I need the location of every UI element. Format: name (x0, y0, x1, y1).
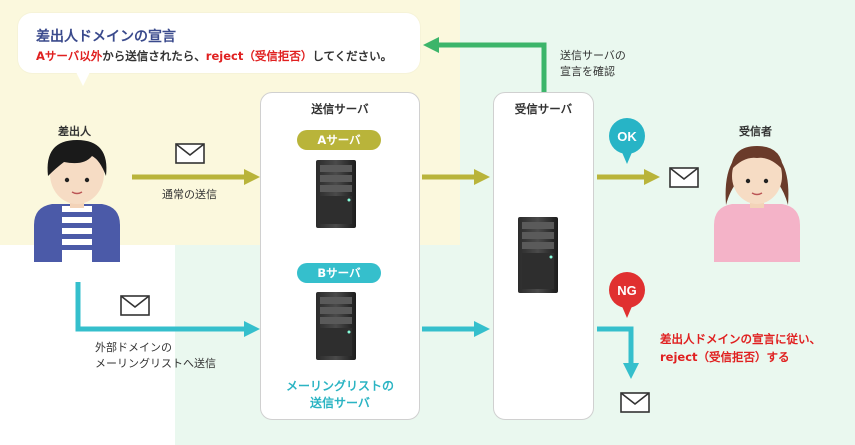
callout-mid: から送信されたら、 (102, 49, 206, 63)
callout-red-2: reject（受信拒否） (205, 49, 313, 63)
callout-tail (76, 72, 90, 86)
server-b-tower-icon (316, 292, 356, 360)
send-server-title: 送信サーバ (311, 102, 369, 116)
external-ml-line1: 外部ドメインの (95, 341, 172, 354)
server-b-pill: Bサーバ (297, 263, 381, 283)
arrow-a-to-recv (422, 169, 490, 185)
ng-line2: reject（受信拒否）する (660, 350, 790, 364)
server-a-pill: Aサーバ (297, 130, 381, 150)
declaration-callout (18, 13, 420, 73)
ng-reject-label: 差出人ドメインの宣言に従い、 reject（受信拒否）する (660, 330, 821, 366)
callout-end: してください。 (312, 49, 393, 63)
sender-person-icon (34, 140, 120, 262)
ml-server-label: メーリングリストの 送信サーバ (260, 378, 420, 412)
ok-badge-icon (609, 118, 645, 164)
ml-server-line2: 送信サーバ (310, 396, 370, 410)
ng-badge-text: NG (617, 283, 637, 298)
recipient-person-icon (714, 146, 800, 262)
envelope-icon (669, 167, 699, 188)
check-line1: 送信サーバの (560, 49, 626, 62)
arrow-recv-reject (597, 326, 639, 379)
server-a-tower-icon (316, 160, 356, 228)
envelope-icon (620, 392, 650, 413)
recipient-label: 受信者 (739, 125, 772, 138)
check-line2: 宣言を確認 (560, 65, 615, 78)
arrow-sender-to-a (132, 169, 260, 185)
recv-server-title: 受信サーバ (514, 102, 573, 116)
arrow-check-declaration (423, 37, 547, 92)
ng-line1: 差出人ドメインの宣言に従い、 (660, 332, 821, 346)
callout-red-1: Aサーバ以外 (36, 49, 103, 63)
ok-badge-text: OK (617, 129, 637, 144)
external-ml-label: 外部ドメインの メーリングリストへ送信 (95, 340, 216, 372)
external-ml-line2: メーリングリストへ送信 (95, 357, 216, 370)
check-declaration-label: 送信サーバの 宣言を確認 (560, 48, 626, 80)
callout-text: Aサーバ以外から送信されたら、reject（受信拒否）してください。 (36, 48, 392, 64)
arrow-b-to-recv (422, 321, 490, 337)
callout-title: 差出人ドメインの宣言 (36, 29, 176, 45)
arrow-recv-to-recipient (597, 169, 660, 185)
envelope-icon (175, 143, 205, 164)
envelope-icon (120, 295, 150, 316)
ml-server-line1: メーリングリストの (285, 379, 394, 393)
normal-send-label: 通常の送信 (162, 188, 217, 201)
sender-label: 差出人 (58, 125, 91, 138)
arrow-sender-to-b (75, 282, 260, 337)
recv-server-panel (493, 92, 594, 420)
recv-server-tower-icon (518, 217, 558, 293)
ng-badge-icon (609, 272, 645, 318)
